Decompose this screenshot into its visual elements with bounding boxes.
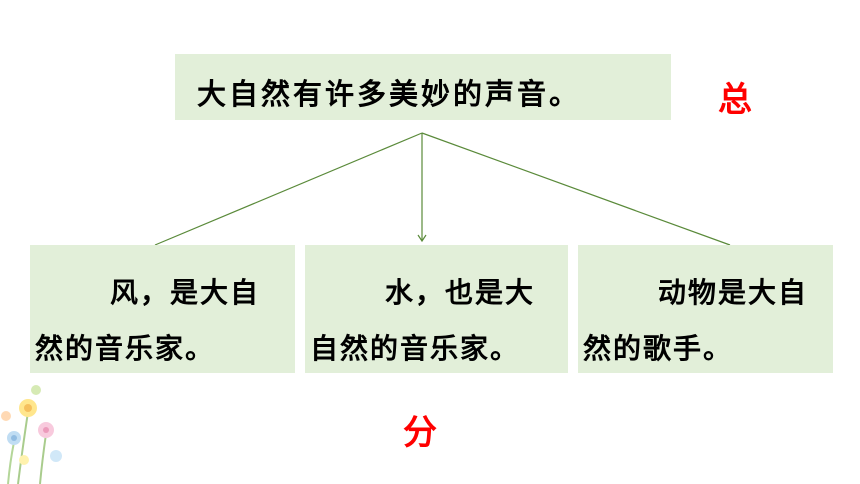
sub-sentence-1-line-2: 然的音乐家。 — [35, 332, 216, 365]
main-sentence: 大自然有许多美妙的声音。 — [197, 77, 582, 111]
main-sentence-box: 大自然有许多美妙的声音。 — [175, 54, 671, 120]
flower-decoration-icon — [1, 385, 62, 484]
sub-sentence-3-line-1: 动物是大自 — [658, 276, 809, 309]
sub-sentence-1-line-1: 风，是大自 — [110, 276, 261, 309]
arrow-head-icon — [417, 234, 427, 243]
connector-left — [154, 132, 423, 246]
sub-sentence-box-2: 水，也是大 自然的音乐家。 — [305, 245, 568, 373]
sub-sentence-2-line-1: 水，也是大 — [385, 276, 536, 309]
label-total: 总 — [718, 80, 752, 120]
sub-sentence-2-line-2: 自然的音乐家。 — [310, 332, 521, 365]
sub-sentence-3-line-2: 然的歌手。 — [583, 332, 734, 365]
connector-right — [421, 132, 731, 246]
sub-sentence-box-1: 风，是大自 然的音乐家。 — [30, 245, 295, 373]
label-parts: 分 — [403, 413, 437, 453]
sub-sentence-box-3: 动物是大自 然的歌手。 — [578, 245, 833, 373]
